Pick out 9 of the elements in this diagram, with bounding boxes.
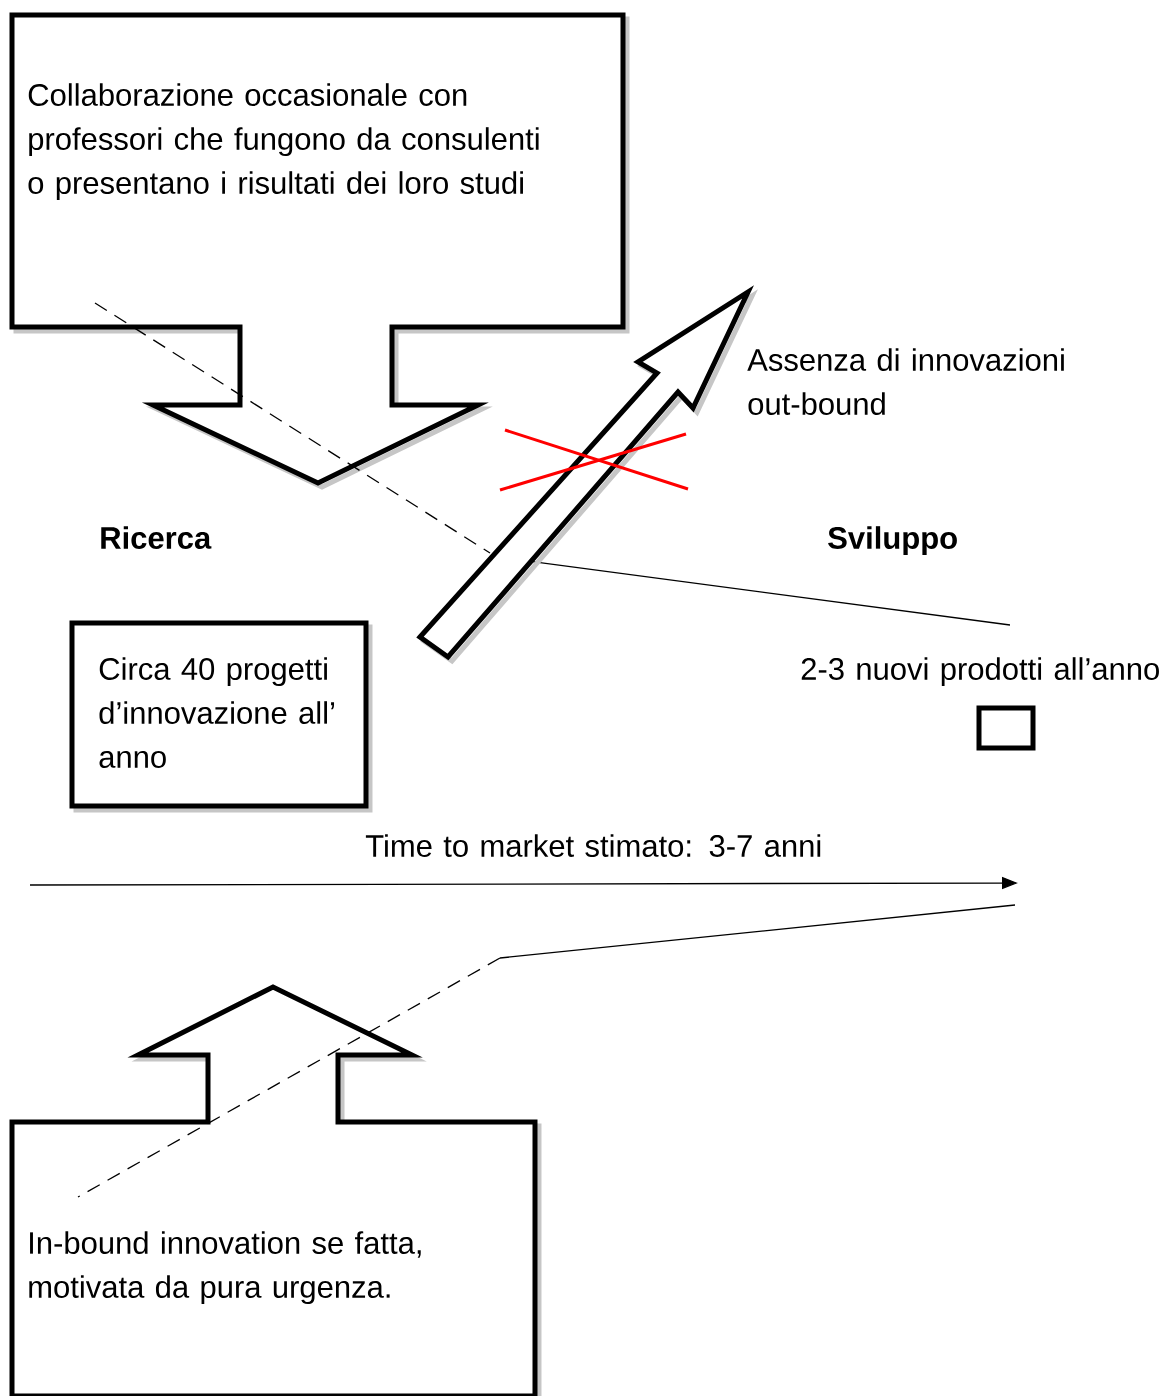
label: Time to market stimato: 3-7 anni bbox=[365, 834, 821, 857]
label: Ricerca bbox=[101, 526, 212, 549]
text-box: Circa 40 progetti d’innovazione all’ anno bbox=[69, 620, 373, 813]
label: Sviluppo bbox=[828, 526, 957, 556]
callout-box: Collaborazione occasionale con professori che fungono da consulenti o presentano i risultati dei loro studi bbox=[9, 12, 630, 490]
label: Assenza di innovazioni out-bound bbox=[747, 348, 1064, 415]
callout-box: In-bound innovation se fatta, motivata da pura urgenza. bbox=[9, 984, 542, 1396]
label: 2-3 nuovi prodotti all’anno bbox=[801, 657, 1159, 687]
small-box bbox=[976, 705, 1036, 751]
